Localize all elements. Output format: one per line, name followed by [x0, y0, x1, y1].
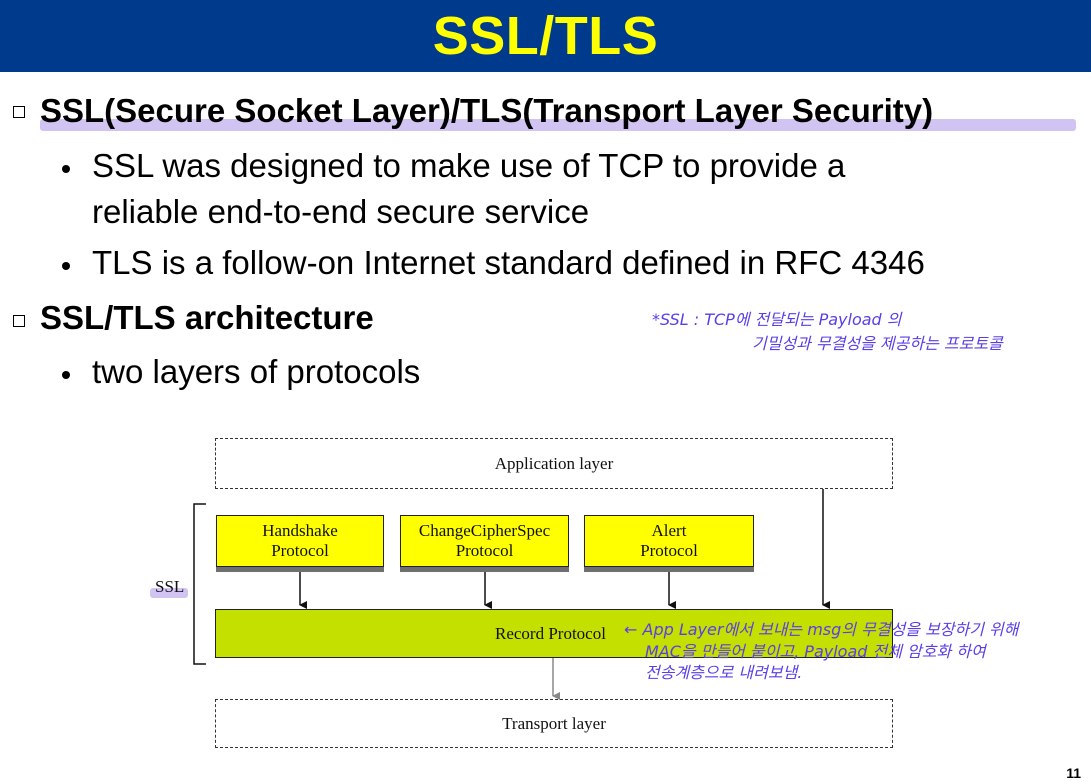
bullet-text: two layers of protocols [92, 353, 421, 390]
handwritten-note-record-line3: 전송계층으로 내려보냄. [645, 663, 803, 682]
bullet-dot-icon [62, 165, 70, 173]
title-bar: SSL/TLS [0, 0, 1091, 72]
handshake-label-line2: Protocol [271, 541, 329, 560]
alert-label-line1: Alert [651, 521, 687, 540]
record-protocol-box: Record Protocol [215, 609, 893, 658]
record-protocol-label: Record Protocol [495, 624, 606, 643]
heading-highlight [40, 119, 1076, 131]
heading-ssl-tls: SSL(Secure Socket Layer)/TLS(Transport L… [40, 92, 934, 129]
bullet-dot-icon [62, 262, 70, 270]
alert-label-line2: Protocol [640, 541, 698, 560]
square-bullet-icon [13, 106, 25, 118]
application-layer-box: Application layer [215, 438, 893, 489]
bullet-text-continued: reliable end-to-end secure service [92, 193, 590, 230]
transport-layer-box: Transport layer [215, 699, 893, 748]
handwritten-note-ssl-line2: 기밀성과 무결성을 제공하는 프로토콜 [752, 334, 1003, 353]
ssl-label-highlight [150, 588, 188, 598]
handshake-label-line1: Handshake [262, 521, 338, 540]
heading-architecture: SSL/TLS architecture [40, 299, 374, 336]
slide-title: SSL/TLS [432, 6, 659, 66]
ccs-label-line1: ChangeCipherSpec [418, 521, 551, 540]
bullet-dot-icon [62, 371, 70, 379]
handwritten-note-ssl: *SSL : TCP에 전달되는 Payload 의 [652, 310, 902, 329]
bullet-text: TLS is a follow-on Internet standard def… [92, 244, 925, 281]
square-bullet-icon [13, 315, 25, 327]
transport-layer-label: Transport layer [502, 713, 606, 733]
ccs-label-line2: Protocol [455, 541, 514, 560]
ssl-bracket [193, 503, 206, 665]
handwritten-note-record-line2: MAC을 만들어 붙이고, Payload 전체 암호화 하여 [645, 642, 986, 661]
page-number: 11 [1066, 765, 1081, 781]
bullet-text: SSL was designed to make use of TCP to p… [92, 147, 846, 184]
handwritten-note-record: ← App Layer에서 보내는 msg의 무결성을 보장하기 위해 [624, 620, 1019, 639]
application-layer-label: Application layer [494, 453, 614, 473]
ssl-label: SSL [155, 577, 185, 596]
